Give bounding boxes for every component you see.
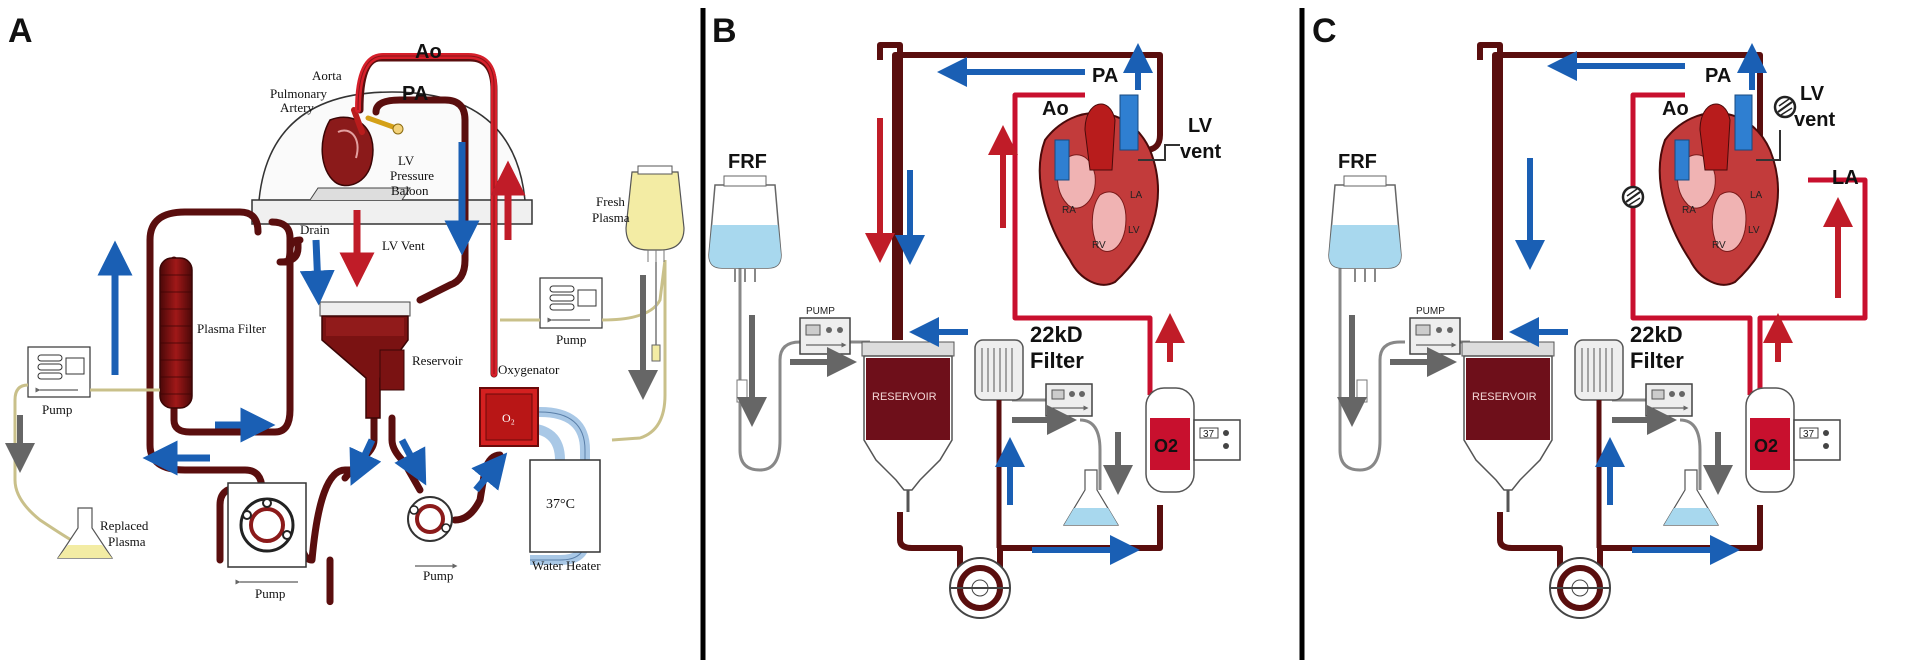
label-c-rv: RV bbox=[1712, 240, 1726, 251]
roller-pump-a-bottom-right bbox=[407, 496, 458, 569]
flow-arrows-b bbox=[737, 43, 1185, 565]
label-a-o2: O₂ bbox=[502, 411, 515, 425]
plasma-filter bbox=[159, 257, 193, 409]
label-c-lv-vent-2: vent bbox=[1794, 109, 1835, 131]
frf-pump-c bbox=[1409, 317, 1461, 355]
label-c-ao: Ao bbox=[1662, 98, 1689, 120]
label-c-lv: LV bbox=[1748, 225, 1760, 236]
isolated-heart-a bbox=[321, 107, 404, 187]
panel-a: A bbox=[5, 12, 685, 606]
label-c-filter-1: 22kD bbox=[1630, 322, 1683, 347]
label-c-frf: FRF bbox=[1338, 151, 1377, 173]
replaced-plasma-flask bbox=[56, 507, 114, 559]
label-a-aorta: Aorta bbox=[312, 68, 342, 83]
flow-arrows-c bbox=[1337, 43, 1853, 565]
label-c-pa: PA bbox=[1705, 65, 1731, 87]
frf-pump-b bbox=[799, 317, 851, 355]
panel-c-letter: C bbox=[1312, 12, 1337, 50]
label-a-pump-bottom-left: Pump bbox=[255, 586, 285, 601]
label-b-pump: PUMP bbox=[806, 306, 835, 317]
label-a-pulmonary-2: Artery bbox=[280, 100, 314, 115]
label-b-lv-vent-2: vent bbox=[1180, 141, 1221, 163]
filter-22kd-c bbox=[1574, 339, 1624, 548]
filtrate-flask-b bbox=[1062, 469, 1120, 526]
oxygenator-c bbox=[1745, 387, 1841, 493]
filtrate-pump-c bbox=[1645, 383, 1693, 417]
label-a-plasma-filter: Plasma Filter bbox=[197, 321, 267, 336]
label-b-lv-vent-1: LV bbox=[1188, 115, 1213, 137]
centrifugal-pump-c bbox=[1549, 557, 1611, 619]
panel-b-letter: B bbox=[712, 12, 737, 50]
label-a-lv-vent: LV Vent bbox=[382, 238, 425, 253]
label-c-la: LA bbox=[1750, 190, 1763, 201]
panel-a-letter: A bbox=[8, 12, 33, 50]
label-b-la: LA bbox=[1130, 190, 1143, 201]
label-a-temperature: 37°C bbox=[546, 497, 575, 512]
label-a-lv-balloon-2: Pressure bbox=[390, 168, 434, 183]
plasma-pump-left bbox=[27, 346, 91, 398]
oxygenator-a bbox=[479, 387, 601, 565]
roller-pump-a-bottom-left bbox=[227, 482, 307, 585]
label-a-reservoir: Reservoir bbox=[412, 353, 463, 368]
label-c-ra: RA bbox=[1682, 205, 1696, 216]
plasma-pump-right bbox=[539, 277, 603, 329]
clamp-icon-aortic-line bbox=[1621, 185, 1645, 209]
label-a-fresh-plasma-1: Fresh bbox=[596, 194, 625, 209]
label-b-lv: LV bbox=[1128, 225, 1140, 236]
label-a-pump-left: Pump bbox=[42, 402, 72, 417]
label-b-rv: RV bbox=[1092, 240, 1106, 251]
label-c-lv-vent-1: LV bbox=[1800, 83, 1825, 105]
label-b-reservoir: RESERVOIR bbox=[872, 391, 937, 403]
filter-22kd-b bbox=[974, 339, 1024, 548]
label-b-o2: O2 bbox=[1154, 436, 1178, 456]
flow-arrows-a bbox=[5, 142, 658, 493]
oxygenator-b bbox=[1145, 387, 1241, 493]
label-b-filter-2: Filter bbox=[1030, 348, 1084, 373]
reservoir-c bbox=[1461, 341, 1555, 512]
label-c-reservoir: RESERVOIR bbox=[1472, 391, 1537, 403]
reservoir-a bbox=[319, 301, 411, 419]
label-a-lv-balloon-1: LV bbox=[398, 153, 415, 168]
label-a-oxygenator: Oxygenator bbox=[498, 362, 560, 377]
label-c-display: 37 bbox=[1803, 429, 1815, 440]
label-a-replaced-plasma-2: Plasma bbox=[108, 534, 146, 549]
tubing-c-arterial bbox=[1630, 92, 1868, 395]
heart-c bbox=[1658, 94, 1781, 286]
label-c-o2: O2 bbox=[1754, 436, 1778, 456]
filtrate-flask-c bbox=[1662, 469, 1720, 526]
label-a-water-heater: Water Heater bbox=[532, 558, 601, 573]
label-a-ao: Ao bbox=[415, 41, 442, 63]
label-a-replaced-plasma-1: Replaced bbox=[100, 518, 149, 533]
label-a-pulmonary-1: Pulmonary bbox=[270, 86, 328, 101]
label-b-filter-1: 22kD bbox=[1030, 322, 1083, 347]
panel-b: B bbox=[708, 12, 1241, 619]
label-c-la-outer: LA bbox=[1832, 167, 1859, 189]
filtrate-pump-b bbox=[1045, 383, 1093, 417]
label-b-ao: Ao bbox=[1042, 98, 1069, 120]
label-b-display: 37 bbox=[1203, 429, 1215, 440]
label-c-filter-2: Filter bbox=[1630, 348, 1684, 373]
clamp-icon-lv-vent bbox=[1773, 95, 1797, 119]
label-c-pump: PUMP bbox=[1416, 306, 1445, 317]
frf-bag-c bbox=[1328, 175, 1402, 403]
frf-bag-b bbox=[708, 175, 782, 403]
tubing-b-arterial bbox=[1012, 92, 1153, 395]
heart-b bbox=[1038, 94, 1180, 286]
centrifugal-pump-b bbox=[949, 557, 1011, 619]
label-a-pump-bottom-right: Pump bbox=[423, 568, 453, 583]
label-b-frf: FRF bbox=[728, 151, 767, 173]
label-a-pa: PA bbox=[402, 83, 428, 105]
reservoir-b bbox=[861, 341, 955, 512]
panel-c: C bbox=[1312, 12, 1868, 619]
label-a-lv-balloon-3: Baloon bbox=[391, 183, 429, 198]
fresh-plasma-bag bbox=[625, 165, 685, 362]
label-b-ra: RA bbox=[1062, 205, 1076, 216]
label-a-drain: Drain bbox=[300, 222, 330, 237]
label-a-pump-right: Pump bbox=[556, 332, 586, 347]
label-b-pa: PA bbox=[1092, 65, 1118, 87]
label-a-fresh-plasma-2: Plasma bbox=[592, 210, 630, 225]
